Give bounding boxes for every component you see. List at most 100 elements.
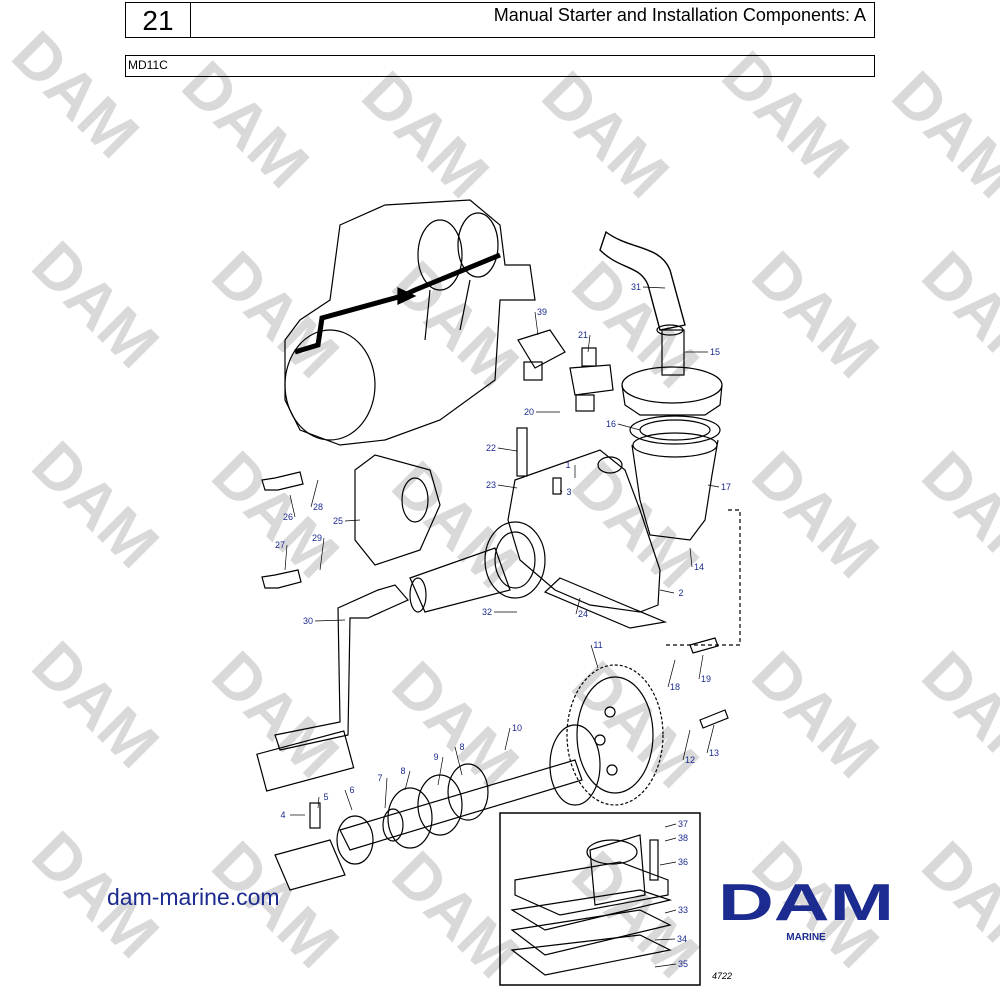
callout-number: 13 [709, 748, 719, 758]
callout-leader [667, 659, 676, 688]
callout-number: 37 [678, 819, 688, 829]
logo-subtitle: MARINE [786, 932, 826, 943]
callout-leader [664, 823, 677, 828]
header-box: 21 Manual Starter and Installation Compo… [125, 2, 875, 38]
starter-housing [484, 449, 661, 613]
bolts [261, 471, 304, 589]
crank-shaft [409, 547, 511, 613]
callout-number: 28 [313, 502, 323, 512]
callout-leader [654, 963, 677, 968]
callout-leader [707, 484, 720, 488]
page-number: 21 [126, 3, 191, 37]
shaft-bearings [336, 724, 601, 865]
callout-number: 39 [537, 307, 547, 317]
callout-leader [706, 724, 715, 754]
inset-parts [510, 834, 673, 976]
callout-number: 1 [565, 460, 570, 470]
callout-leader [654, 938, 676, 941]
callout-number: 29 [312, 533, 322, 543]
bracket-24 [543, 577, 668, 629]
callout-leader [504, 727, 511, 751]
callout-number: 31 [631, 282, 641, 292]
callout-number: 35 [678, 959, 688, 969]
callout-number: 23 [486, 480, 496, 490]
callout-leader [559, 489, 563, 493]
callout-number: 10 [512, 723, 522, 733]
gear-11 [566, 664, 664, 806]
callout-number: 7 [377, 773, 382, 783]
callout-leader [317, 796, 320, 809]
callout-leader [617, 423, 641, 431]
callout-number: 14 [694, 562, 704, 572]
callout-number: 4 [280, 810, 285, 820]
callout-leader [534, 311, 539, 336]
callout-leader [659, 589, 675, 594]
hose-31 [599, 230, 686, 336]
callout-number: 17 [721, 482, 731, 492]
crank-handle [274, 584, 409, 751]
callout-number: 22 [486, 443, 496, 453]
callout-number: 5 [323, 792, 328, 802]
callout-number: 6 [349, 785, 354, 795]
callout-leader [642, 286, 666, 289]
callout-number: 25 [333, 516, 343, 526]
engine-outline [284, 199, 536, 446]
callout-leader [319, 537, 325, 571]
callout-leader [698, 654, 704, 680]
logo-wordmark: DAM [718, 876, 894, 932]
callout-leader [575, 597, 581, 615]
callout-number: 2 [678, 588, 683, 598]
callout-leader [404, 770, 411, 791]
callout-number: 30 [303, 616, 313, 626]
callout-leader [689, 547, 693, 568]
callout-number: 3 [566, 487, 571, 497]
plate-25 [354, 454, 441, 566]
callout-leader [587, 334, 591, 353]
callout-number: 18 [670, 682, 680, 692]
handle-grip [256, 730, 355, 792]
callout-number: 32 [482, 607, 492, 617]
callout-number: 33 [678, 905, 688, 915]
callout-number: 15 [710, 347, 720, 357]
site-url: dam-marine.com [107, 884, 280, 910]
callout-number: 19 [701, 674, 711, 684]
callout-leader [659, 861, 677, 866]
callout-leader [590, 644, 599, 669]
callout-leader [284, 544, 288, 571]
callout-number: 27 [275, 540, 285, 550]
callout-leader [437, 756, 444, 786]
elbow-pipe [631, 432, 719, 541]
callout-leader [344, 519, 361, 522]
callout-leader [384, 777, 388, 809]
filler-cap [621, 329, 723, 445]
callout-number: 9 [433, 752, 438, 762]
callout-leader [344, 789, 353, 811]
callout-leader [314, 619, 346, 622]
callout-number: 11 [593, 640, 602, 650]
callout-number: 26 [283, 512, 293, 522]
model-box: MD11C [125, 55, 875, 77]
dashed-guide [665, 509, 741, 646]
drawing-number: 4722 [712, 971, 733, 981]
dam-marine-logo: DAM MARINE [718, 876, 894, 943]
callout-number: 34 [677, 934, 687, 944]
callout-leader [497, 484, 518, 489]
inset-frame [499, 812, 701, 986]
plug-and-sensor [517, 329, 614, 412]
callout-number: 24 [578, 609, 588, 619]
callout-leader [497, 447, 518, 452]
model-label: MD11C [128, 58, 168, 72]
callout-leader [289, 494, 296, 518]
callout-number: 8 [400, 766, 405, 776]
page-title: Manual Starter and Installation Componen… [493, 5, 866, 25]
callout-leader [664, 837, 677, 842]
callout-number: 8 [459, 742, 464, 752]
callout-number: 36 [678, 857, 688, 867]
callout-number: 38 [678, 833, 688, 843]
bolt-22 [516, 427, 528, 477]
callout-leader [310, 479, 319, 508]
callout-number: 16 [606, 419, 616, 429]
callout-number: 12 [685, 755, 695, 765]
